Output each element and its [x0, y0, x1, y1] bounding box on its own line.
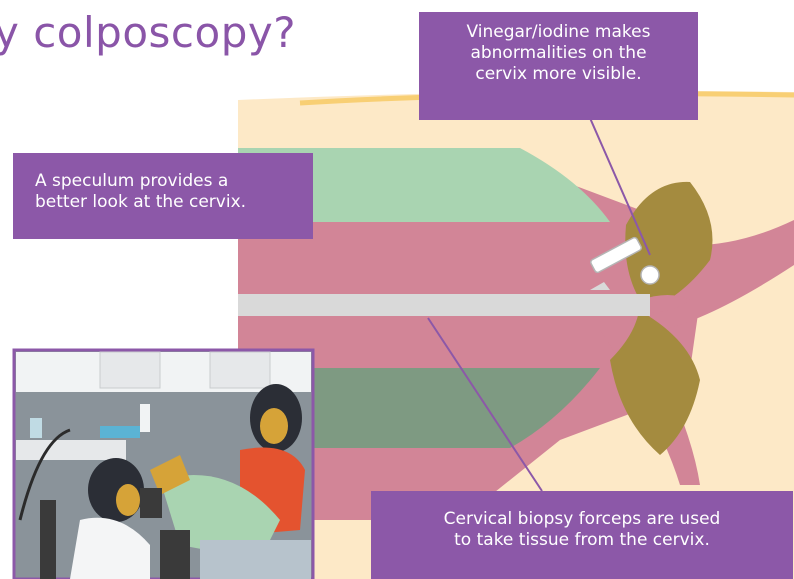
biopsy-forceps	[238, 294, 650, 316]
forceps-callout: Cervical biopsy forceps are used to take…	[371, 491, 793, 579]
speculum-callout: A speculum provides a better look at the…	[13, 153, 313, 239]
exam-room-inset	[14, 350, 313, 579]
speculum-callout-line-2: better look at the cervix.	[35, 192, 305, 213]
speculum-callout-line-1: A speculum provides a	[35, 171, 305, 192]
forceps-callout-line-1: Cervical biopsy forceps are used	[381, 509, 783, 530]
vinegar-callout-line-2: abnormalities on the	[429, 43, 688, 64]
forceps-callout-line-2: to take tissue from the cervix.	[381, 530, 783, 551]
swab-tip	[641, 266, 659, 284]
vinegar-callout-line-3: cervix more visible.	[429, 64, 688, 85]
vinegar-callout-line-1: Vinegar/iodine makes	[429, 22, 688, 43]
vinegar-callout: Vinegar/iodine makes abnormalities on th…	[419, 12, 698, 120]
